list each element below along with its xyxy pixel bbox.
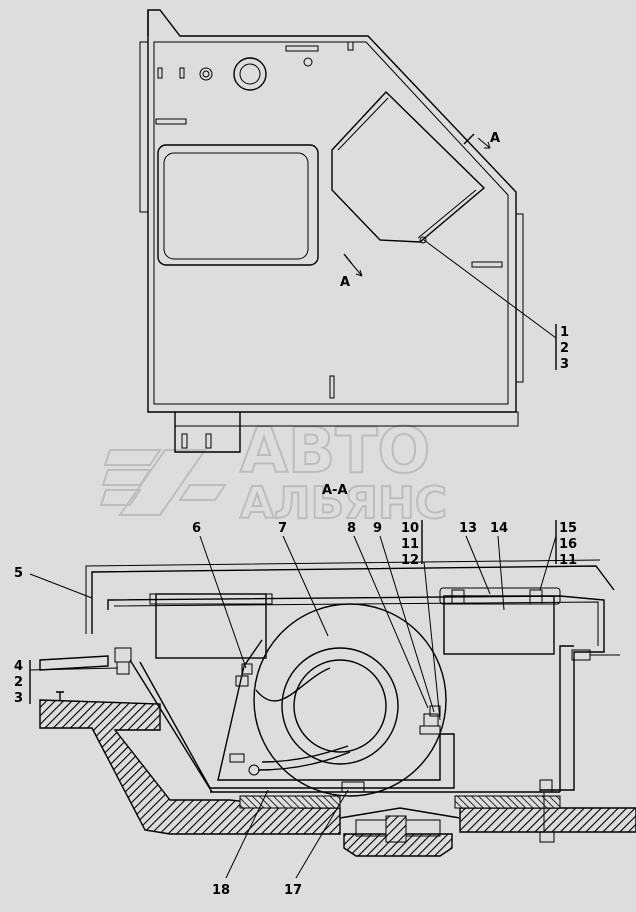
section-view <box>39 559 636 857</box>
section-title: А-А <box>322 483 348 498</box>
top-housing-outline <box>147 9 517 413</box>
callout-18: 18 <box>212 883 230 898</box>
drain-plug <box>385 815 407 843</box>
leader-1-2-3 <box>423 239 557 339</box>
outer-cover <box>91 565 615 634</box>
callout-2b: 2 <box>14 675 23 690</box>
callout-4: 4 <box>14 659 23 674</box>
watermark-line1: АВТО <box>240 414 430 487</box>
watermark-logo-icon <box>99 449 227 516</box>
right-insulation <box>459 807 636 833</box>
inspection-window-outer <box>157 144 319 266</box>
fan-volute <box>253 603 447 797</box>
callout-17: 17 <box>284 883 302 898</box>
right-flange <box>515 213 524 383</box>
callout-12: 12 <box>401 553 419 568</box>
callout-3: 3 <box>560 357 569 372</box>
leaders <box>29 520 557 879</box>
callout-3b: 3 <box>14 691 23 706</box>
round-port <box>233 57 267 91</box>
callout-14: 14 <box>490 521 508 536</box>
callout-5: 5 <box>14 566 23 581</box>
section-marker-top: A <box>490 131 500 146</box>
callouts-section: 5 6 7 8 9 10 11 12 13 14 15 16 11 4 2 3 … <box>14 521 577 898</box>
callout-13: 13 <box>459 521 477 536</box>
left-flange <box>139 41 149 213</box>
top-view: A A <box>139 9 557 453</box>
right-box <box>443 595 555 655</box>
bottom-tab <box>174 412 241 453</box>
callout-2: 2 <box>560 341 569 356</box>
callout-9: 9 <box>373 521 382 536</box>
inner-housing <box>107 595 605 791</box>
drain-cap <box>343 833 453 857</box>
callout-15: 15 <box>559 521 577 536</box>
fan-impeller-outer <box>281 647 399 765</box>
callout-8: 8 <box>347 521 356 536</box>
angled-duct <box>331 90 486 243</box>
callout-11a: 11 <box>401 537 419 552</box>
callout-6: 6 <box>192 521 201 536</box>
callout-7: 7 <box>278 521 287 536</box>
callout-10: 10 <box>401 521 419 536</box>
watermark: АВТО АЛЬЯНС <box>99 413 448 530</box>
fan-impeller-inner <box>293 659 387 753</box>
fan-housing <box>139 639 455 789</box>
floor-strip <box>239 795 561 809</box>
section-marker-bottom: A <box>340 275 350 290</box>
inspection-window-inner <box>163 152 309 260</box>
top-housing-inner <box>153 41 509 405</box>
callout-1: 1 <box>560 325 569 340</box>
callout-group-top: 1 2 3 <box>560 325 569 372</box>
callout-11b: 11 <box>559 553 577 568</box>
left-plate <box>39 655 109 671</box>
watermark-line2: АЛЬЯНС <box>240 478 447 529</box>
callout-16: 16 <box>559 537 577 552</box>
